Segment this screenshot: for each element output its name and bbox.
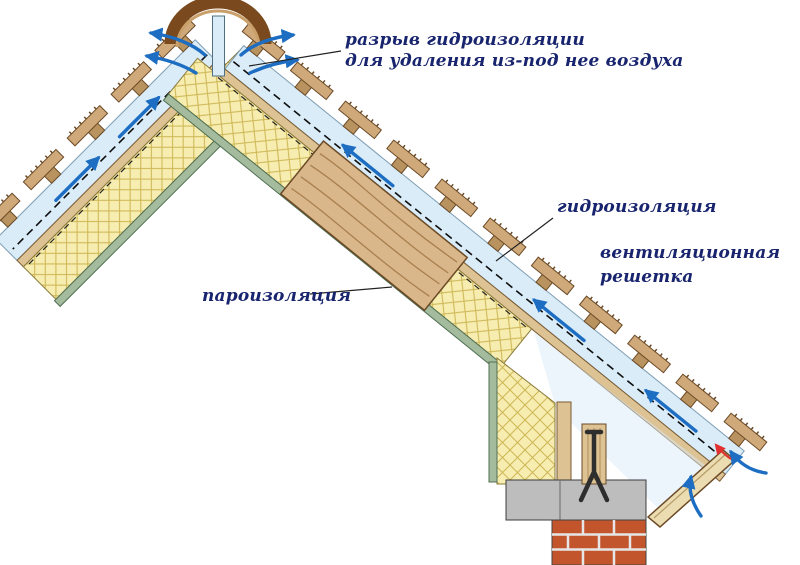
rafter-beam <box>279 139 469 312</box>
label-hydro: гидроизоляция <box>557 197 717 217</box>
label-vent-line1: вентиляционная <box>600 243 780 263</box>
airflow-arrow <box>729 449 768 475</box>
leak-mark-red <box>714 443 732 460</box>
mortar-lines-vertical <box>566 520 632 565</box>
waterproofing-membrane-right <box>232 61 729 463</box>
leader-line-hydro <box>495 217 554 262</box>
wood-grain <box>291 152 458 297</box>
ridge-board <box>212 15 225 77</box>
ridge-cap <box>164 0 272 45</box>
wall-stud-board <box>556 401 572 485</box>
airflow-arrow <box>117 95 161 139</box>
post-anchor-bracket <box>578 429 610 503</box>
airflow-arrow <box>54 155 101 203</box>
brick-wall <box>551 519 647 565</box>
rafter-beam-body <box>279 139 469 312</box>
leader-line-note <box>248 50 342 67</box>
airflow-arrows-right <box>340 143 698 433</box>
label-note-line1: разрыв гидроизоляции <box>345 30 585 50</box>
timber-post <box>578 423 610 503</box>
diagram-labels: разрыв гидроизоляции для удаления из-под… <box>202 30 780 306</box>
airflow-arrow <box>148 27 207 57</box>
label-note-line2: для удаления из-под нее воздуха <box>345 51 684 71</box>
mortar-lines-horizontal <box>552 533 646 551</box>
label-vapor: пароизоляция <box>202 286 351 306</box>
airflow-arrow <box>340 143 395 188</box>
airflow-arrows-free <box>144 27 768 518</box>
concrete-block <box>505 479 647 521</box>
airflow-arrow <box>248 54 300 75</box>
soffit-air-zone <box>534 332 714 516</box>
airflow-arrow <box>532 298 586 343</box>
airflow-arrow <box>643 389 698 433</box>
airflow-arrow <box>681 474 703 518</box>
airflow-arrow <box>239 29 296 57</box>
leader-line-vapor <box>309 286 393 295</box>
underlay-membrane-left <box>27 68 225 266</box>
label-vent-line2: решетка <box>600 267 693 287</box>
ridge-cap-underside <box>175 9 261 48</box>
wall-vapor-barrier-strip <box>488 361 498 483</box>
wall-insulation-column <box>496 356 556 485</box>
airflow-arrow <box>144 50 198 75</box>
right-slope <box>162 19 770 482</box>
airflow-arrows-left <box>54 95 161 203</box>
